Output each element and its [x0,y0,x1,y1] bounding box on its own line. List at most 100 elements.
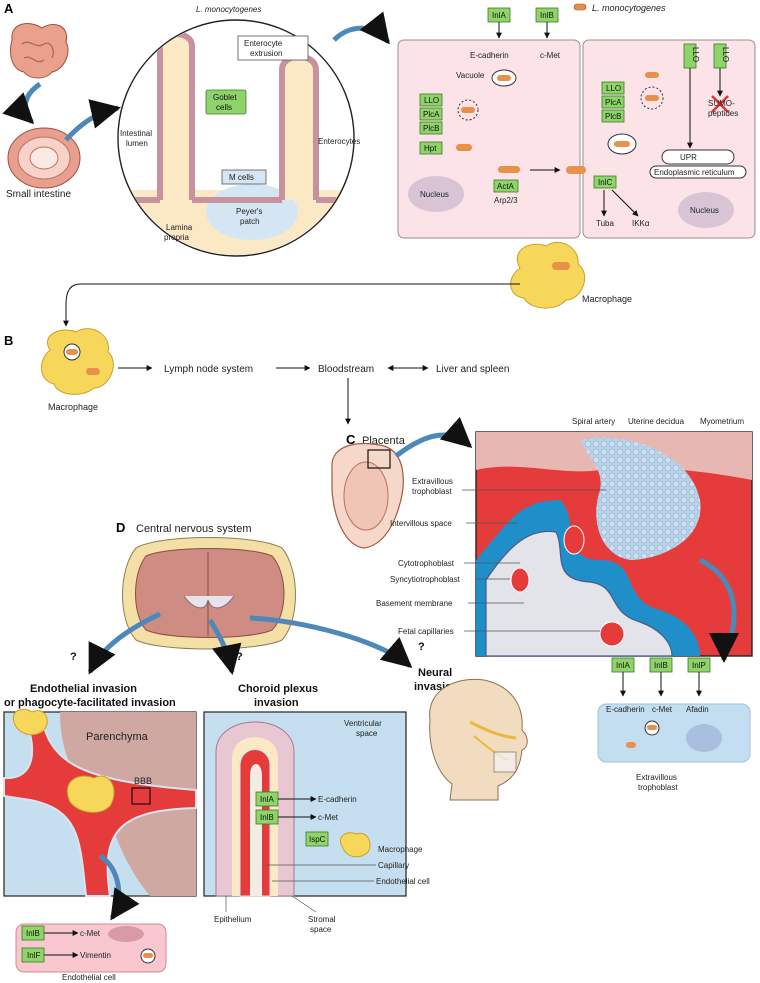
d-capillary-label: Capillary [378,861,409,870]
lamina-label-1: Lamina [166,223,193,232]
inlb-label: InlB [540,11,554,20]
small-intestine-tube-icon [7,127,81,189]
bacterium-icon-2 [456,144,472,151]
bbb-box [131,787,151,805]
bacterium-icon [497,75,511,81]
m-cells-box [221,169,267,185]
arrow-endo-cell [98,853,140,921]
acta-label: ActA [497,182,515,191]
cytotrophoblast-label: Cytotrophoblast [398,559,455,568]
nucleus-1-label: Nucleus [420,190,449,199]
llo-label: LLO [424,96,439,105]
plca-label: PlcA [423,110,440,119]
d-macrophage-icon [340,832,371,858]
lamina-label-2: propria [164,233,189,242]
c-inlp-label: InlP [692,661,706,670]
sumo-label-2: peptides [708,109,738,118]
evt-label-2: trophoblast [412,487,452,496]
tuba-label: Tuba [596,219,614,228]
d-inlf-label: InlF [27,951,40,960]
d-inlb-bottom-label: InlB [26,929,40,938]
llo-vertical-2: LLO [721,47,730,62]
bloodstream-label: Bloodstream [318,364,374,375]
goblet-label-1: Goblet [213,93,237,102]
brain-section-icon [122,537,296,650]
goblet-label-2: cells [216,103,232,112]
intestinal-lumen-label-1: Intestinal [120,129,152,138]
c-c-met-label: c-Met [652,705,673,714]
c-met-label: c-Met [540,51,561,60]
arrow-to-cell-zoom [332,11,390,45]
macrophage-b [41,328,114,395]
arp-label: Arp2/3 [494,196,518,205]
d-stromal-label-1: Stromal [308,915,336,924]
pregnant-uterus-icon [331,442,404,549]
panel-label-a: A [4,1,14,16]
d-inla-label: InlA [260,795,274,804]
intestinal-lumen-label-2: lumen [126,139,148,148]
parenchyma-label: Parenchyma [86,731,149,743]
q-3: ? [418,641,425,653]
peyers-label-2: patch [240,217,260,226]
d-endothelial-cell-label: Endothelial cell [376,877,430,886]
llo-vertical-1: LLO [691,47,700,62]
extravillous-cell-cluster [580,437,701,560]
ikka-label: IKKα [632,219,650,228]
enterocyte-extrusion-box [237,35,309,61]
macrophage-b-label: Macrophage [48,402,98,412]
basement-label: Basement membrane [376,599,453,608]
q-2: ? [236,651,243,663]
arrow-endo [87,611,162,675]
sumo-label-1: SUMO- [708,99,735,108]
d-inlb-label: InlB [260,813,274,822]
q-1: ? [70,651,77,663]
arrow-neural [249,615,413,668]
nucleus-1 [408,176,464,212]
arrow-choroid [207,618,242,675]
spiral-artery-label: Spiral artery [572,417,615,426]
cns-label: Central nervous system [136,523,252,535]
d-c-met-label: c-Met [318,813,339,822]
c-afadin-label: Afadin [686,705,709,714]
d-c-met-bottom-label: c-Met [80,929,101,938]
arrow-intestine-to-tube [2,81,42,125]
endo-title-2: or phagocyte-facilitated invasion [4,697,176,709]
enterocytes-label: Enterocytes [318,137,360,146]
myometrium-label: Myometrium [700,417,744,426]
intervillous-label: Intervillous space [390,519,452,528]
c-evt-bottom-2: trophoblast [638,783,678,792]
c-inlb-label: InlB [654,661,668,670]
upr-label: UPR [680,153,697,162]
choroid-title-2: invasion [254,697,299,709]
goblet-cells-box: Goblet cells [205,89,247,115]
m-cells-label: M cells [229,173,254,182]
peyers-label-1: Peyer's [236,207,262,216]
d-macrophage-label: Macrophage [378,845,423,854]
panel-label-d: D [116,520,125,535]
intestine-icon [10,23,69,79]
liver-spleen-label: Liver and spleen [436,364,509,375]
endo-title-1: Endothelial invasion [30,683,137,695]
l-mono-legend-label: L. monocytogenes [592,3,666,13]
panel-label-b: B [4,333,13,348]
syncytio-label: Syncytiotrophoblast [390,575,461,584]
plcb-label-2: PlcB [605,112,621,121]
fetal-cap-label: Fetal capillaries [398,627,454,636]
lysing-vacuole [457,99,479,121]
sumo-block-x [711,95,729,113]
d-vimentin-label: Vimentin [80,951,111,960]
evt-label-1: Extravillous [412,477,453,486]
inla-label: InlA [492,11,506,20]
lymph-node-label: Lymph node system [164,364,253,375]
neural-title-1: Neural [418,667,452,679]
d-endothelial-bottom-label: Endothelial cell [62,973,116,982]
er-box [649,165,747,179]
plcb-label: PlcB [423,124,439,133]
hpt-label: Hpt [424,144,437,153]
nucleus-2-label: Nucleus [690,206,719,215]
upr-box [661,149,735,165]
enterocyte-extrusion-label-1: Enterocyte [244,39,283,48]
enterocyte-cell-2 [582,39,756,239]
c-evt-bottom-1: Extravillous [636,773,677,782]
